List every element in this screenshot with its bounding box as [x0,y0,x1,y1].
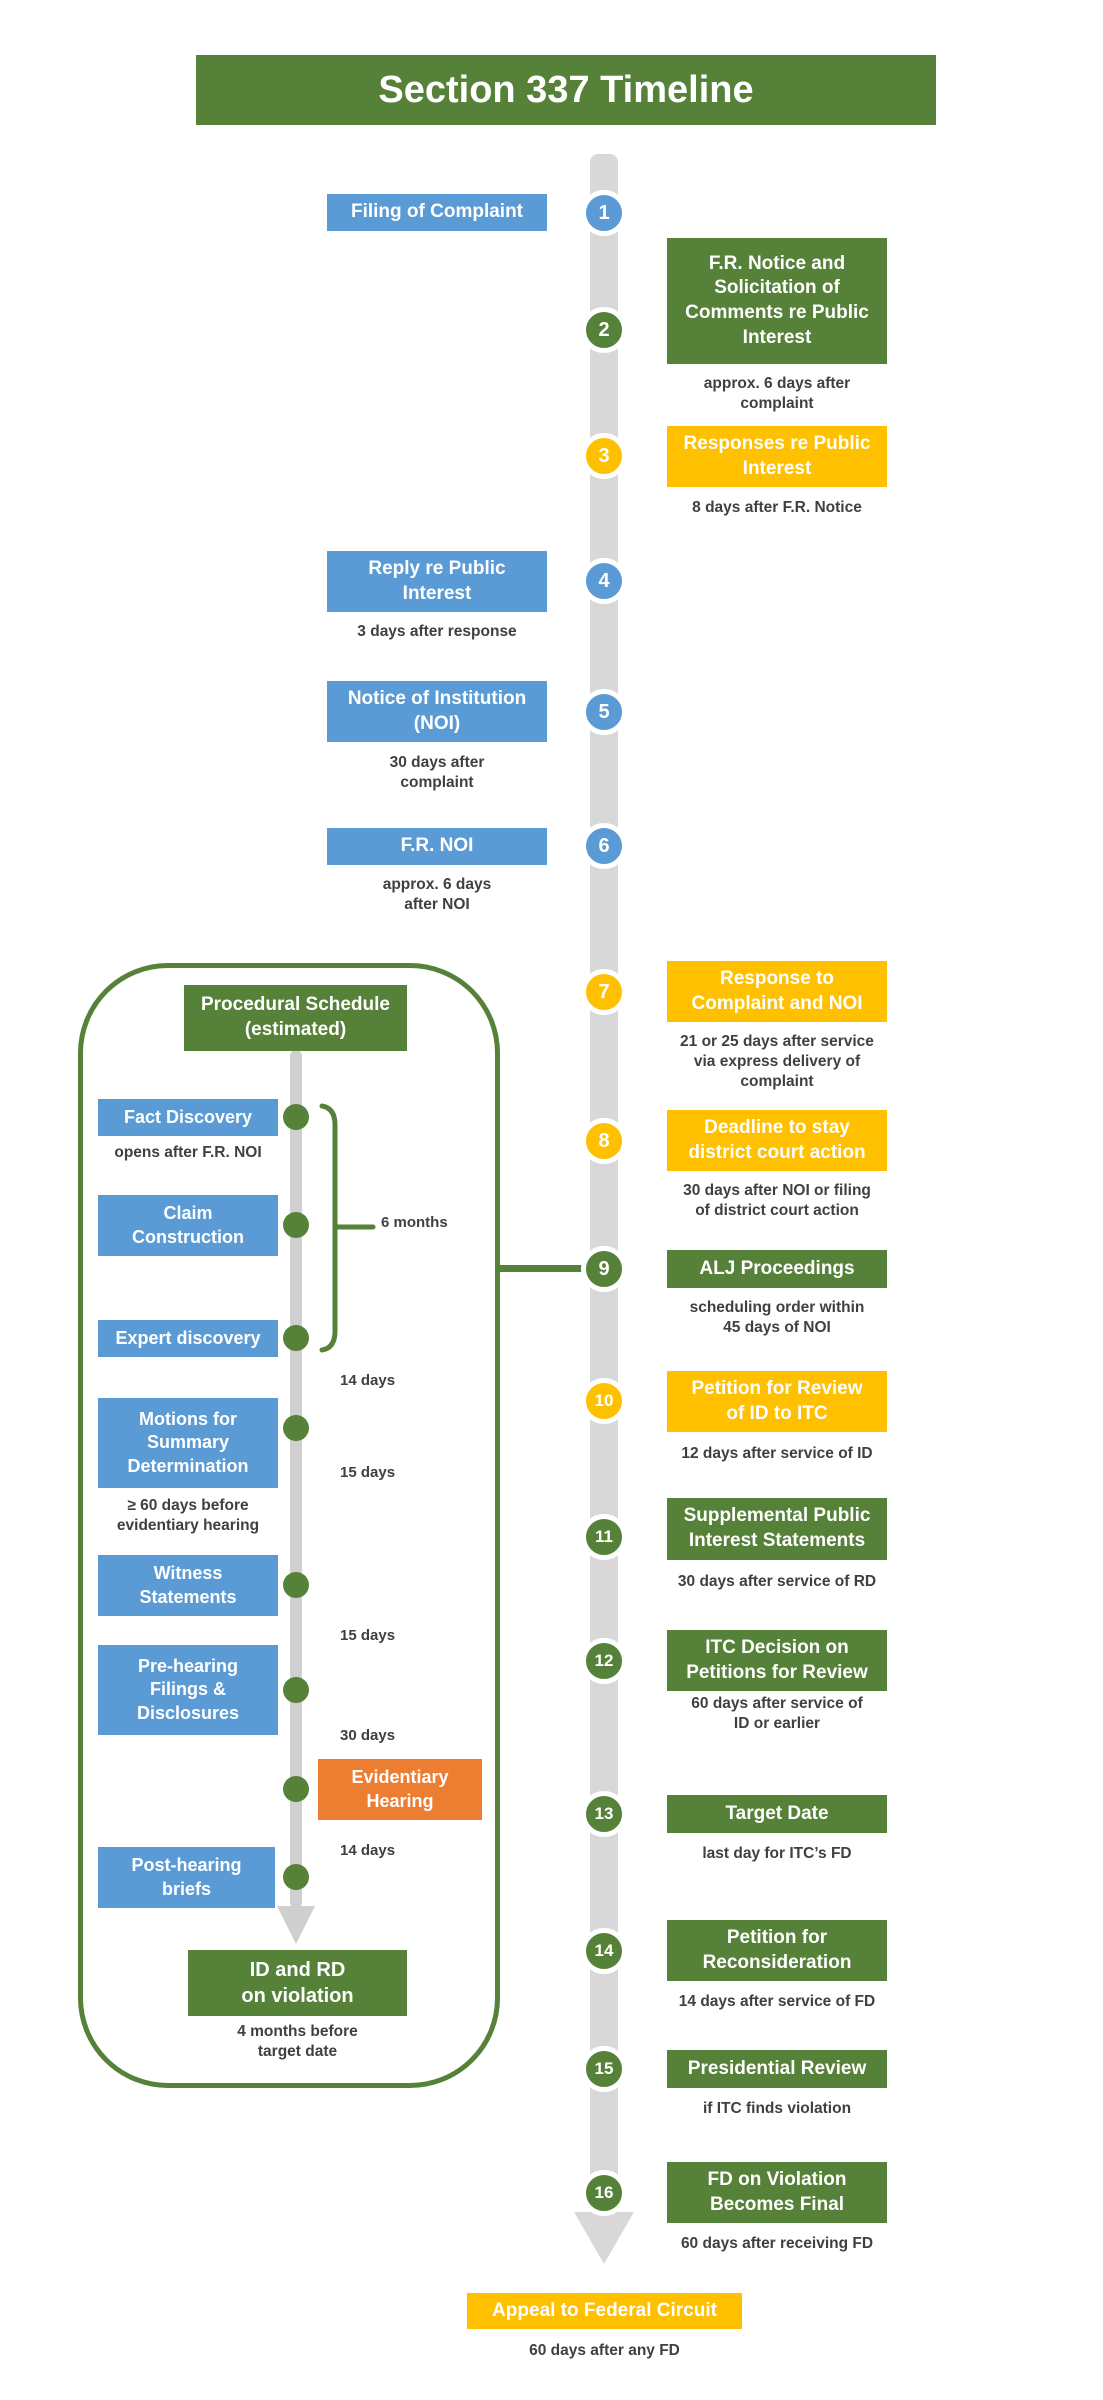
petition-for-review-caption: 12 days after service of ID [681,1445,873,1462]
itc-decision-box: ITC Decision on Petitions for Review [667,1630,887,1691]
title-banner: Section 337 Timeline [196,55,936,125]
deadline-to-stay-box: Deadline to stay district court action [667,1110,887,1171]
sub-timeline-arrow-icon [277,1906,315,1944]
six-months-bracket-icon [319,1103,376,1353]
interval-label-15-days-b: 15 days [340,1627,396,1644]
node-7-circle: 7 [581,969,627,1015]
procedural-schedule-header: Procedural Schedule (estimated) [184,985,407,1051]
node-6-circle: 6 [581,823,627,869]
node-13-circle: 13 [581,1791,627,1837]
interval-label-14-days-b: 14 days [340,1842,396,1859]
fact-discovery-caption: opens after F.R. NOI [114,1144,262,1161]
response-to-complaint-noi-box: Response to Complaint and NOI [667,961,887,1022]
alj-proceedings-caption: scheduling order within 45 days of NOI [689,1299,865,1337]
supplemental-public-interest-caption: 30 days after service of RD [677,1573,877,1590]
procedural-schedule-panel [78,963,500,2088]
evidentiary-hearing-dot [283,1776,309,1802]
node-2-circle: 2 [581,307,627,353]
interval-label-15-days-a: 15 days [340,1464,396,1481]
interval-label-30-days: 30 days [340,1727,396,1744]
reply-re-public-interest-caption: 3 days after response [357,623,517,640]
itc-decision-caption: 60 days after service of ID or earlier [691,1695,863,1733]
node-8-circle: 8 [581,1118,627,1164]
expert-discovery-dot [283,1325,309,1351]
witness-statements-dot [283,1572,309,1598]
node-14-circle: 14 [581,1928,627,1974]
motions-summary-determination-box: Motions for Summary Determination [98,1398,278,1488]
pre-hearing-filings-dot [283,1677,309,1703]
witness-statements-box: Witness Statements [98,1555,278,1616]
responses-re-public-interest-box: Responses re Public Interest [667,426,887,487]
node-1-circle: 1 [581,190,627,236]
id-rd-on-violation-caption: 4 months before target date [237,2023,358,2061]
id-rd-on-violation-box: ID and RD on violation [188,1950,407,2016]
notice-of-institution-caption: 30 days after complaint [389,754,485,792]
node-9-circle: 9 [581,1246,627,1292]
fact-discovery-dot [283,1104,309,1130]
target-date-box: Target Date [667,1795,887,1833]
node-5-circle: 5 [581,689,627,735]
reply-re-public-interest-box: Reply re Public Interest [327,551,547,612]
fd-becomes-final-box: FD on Violation Becomes Final [667,2162,887,2223]
appeal-to-federal-circuit-box: Appeal to Federal Circuit [467,2293,742,2329]
fr-notice-solicitation-caption: approx. 6 days after complaint [703,375,851,413]
notice-of-institution-box: Notice of Institution (NOI) [327,681,547,742]
presidential-review-caption: if ITC finds violation [702,2100,852,2117]
interval-label-14-days-a: 14 days [340,1372,396,1389]
six-months-label: 6 months [381,1214,448,1231]
appeal-to-federal-circuit-caption: 60 days after any FD [529,2342,680,2359]
petition-for-reconsideration-caption: 14 days after service of FD [678,1993,876,2010]
post-hearing-briefs-box: Post-hearing briefs [98,1847,275,1908]
fr-noi-box: F.R. NOI [327,828,547,865]
node-12-circle: 12 [581,1638,627,1684]
node-4-circle: 4 [581,558,627,604]
evidentiary-hearing-box: Evidentiary Hearing [318,1759,482,1820]
responses-re-public-interest-caption: 8 days after F.R. Notice [692,499,862,516]
motions-summary-determination-caption: ≥ 60 days before evidentiary hearing [116,1497,260,1535]
node-15-circle: 15 [581,2046,627,2092]
expert-discovery-box: Expert discovery [98,1320,278,1357]
pre-hearing-filings-box: Pre-hearing Filings & Disclosures [98,1645,278,1735]
petition-for-review-box: Petition for Review of ID to ITC [667,1371,887,1432]
node-10-circle: 10 [581,1378,627,1424]
node-11-circle: 11 [581,1514,627,1560]
motions-summary-dot [283,1415,309,1441]
alj-proceedings-box: ALJ Proceedings [667,1250,887,1288]
claim-construction-dot [283,1212,309,1238]
presidential-review-box: Presidential Review [667,2050,887,2088]
claim-construction-box: Claim Construction [98,1195,278,1256]
filing-of-complaint-box: Filing of Complaint [327,194,547,231]
response-to-complaint-noi-caption: 21 or 25 days after service via express … [680,1033,874,1091]
petition-for-reconsideration-box: Petition for Reconsideration [667,1920,887,1981]
fr-notice-solicitation-box: F.R. Notice and Solicitation of Comments… [667,238,887,364]
main-timeline-bar [590,154,618,2212]
supplemental-public-interest-box: Supplemental Public Interest Statements [667,1498,887,1560]
fr-noi-caption: approx. 6 days after NOI [382,876,492,914]
main-timeline-arrow-icon [574,2212,634,2264]
fd-becomes-final-caption: 60 days after receiving FD [680,2235,874,2252]
post-hearing-briefs-dot [283,1864,309,1890]
target-date-caption: last day for ITC’s FD [702,1845,852,1862]
procedural-to-node9-connector [496,1265,586,1272]
deadline-to-stay-caption: 30 days after NOI or filing of district … [683,1182,871,1220]
node-3-circle: 3 [581,433,627,479]
node-16-circle: 16 [581,2170,627,2216]
fact-discovery-box: Fact Discovery [98,1099,278,1136]
